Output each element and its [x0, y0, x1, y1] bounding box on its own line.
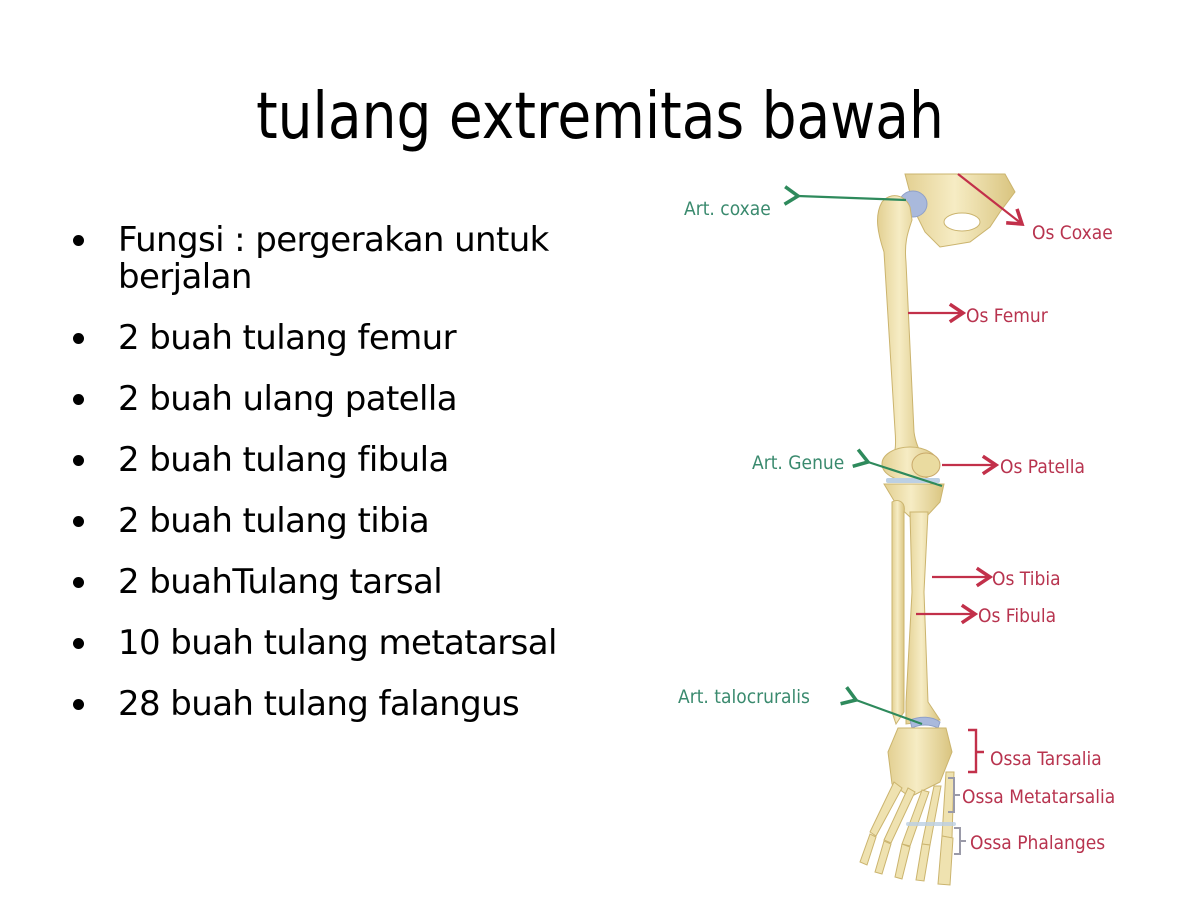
bullet-text: 28 buah tulang falangus [118, 684, 520, 724]
bullet-text: 2 buah tulang femur [118, 318, 457, 358]
bullet-text: 10 buah tulang metatarsal [118, 623, 557, 663]
bullet-icon [73, 455, 84, 466]
bullet-item: 2 buah ulang patella [70, 381, 610, 418]
bullet-text: 2 buah tulang tibia [118, 501, 430, 541]
label-art-genue: Art. Genue [752, 452, 845, 474]
bullet-item: 2 buah tulang tibia [70, 503, 610, 540]
bullet-item: Fungsi : pergerakan untuk berjalan [70, 222, 610, 296]
label-ossa-metatarsalia: Ossa Metatarsalia [962, 786, 1116, 808]
label-art-coxae: Art. coxae [684, 198, 771, 220]
bullet-icon [73, 333, 84, 344]
label-os-coxae: Os Coxae [1032, 222, 1113, 244]
bullet-item: 2 buah tulang femur [70, 320, 610, 357]
bullet-item: 28 buah tulang falangus [70, 686, 610, 723]
label-os-patella: Os Patella [1000, 456, 1086, 478]
label-os-fibula: Os Fibula [978, 605, 1057, 627]
bullet-text: 2 buah ulang patella [118, 379, 458, 419]
bullet-list: Fungsi : pergerakan untuk berjalan 2 bua… [70, 222, 610, 747]
lower-limb-illustration: Art. coxae Os Coxae Os Femur Art. Genue … [670, 172, 1160, 892]
bullet-item: 2 buah tulang fibula [70, 442, 610, 479]
bullet-icon [73, 235, 84, 246]
bullet-item: 10 buah tulang metatarsal [70, 625, 610, 662]
bullet-text: 2 buah tulang fibula [118, 440, 449, 480]
label-ossa-tarsalia: Ossa Tarsalia [990, 748, 1102, 770]
bullet-icon [73, 577, 84, 588]
label-art-talocruralis: Art. talocruralis [678, 686, 810, 708]
bullet-item: 2 buahTulang tarsal [70, 564, 610, 601]
bullet-icon [73, 394, 84, 405]
bullet-text: 2 buahTulang tarsal [118, 562, 443, 602]
label-ossa-phalanges: Ossa Phalanges [970, 832, 1106, 854]
bullet-icon [73, 699, 84, 710]
leg-bones-icon [783, 173, 1025, 886]
bullet-icon [73, 638, 84, 649]
slide-title: tulang extremitas bawah [256, 80, 944, 154]
label-os-femur: Os Femur [966, 305, 1048, 327]
label-os-tibia: Os Tibia [992, 568, 1061, 590]
bullet-icon [73, 516, 84, 527]
bullet-text: Fungsi : pergerakan untuk berjalan [118, 220, 549, 297]
